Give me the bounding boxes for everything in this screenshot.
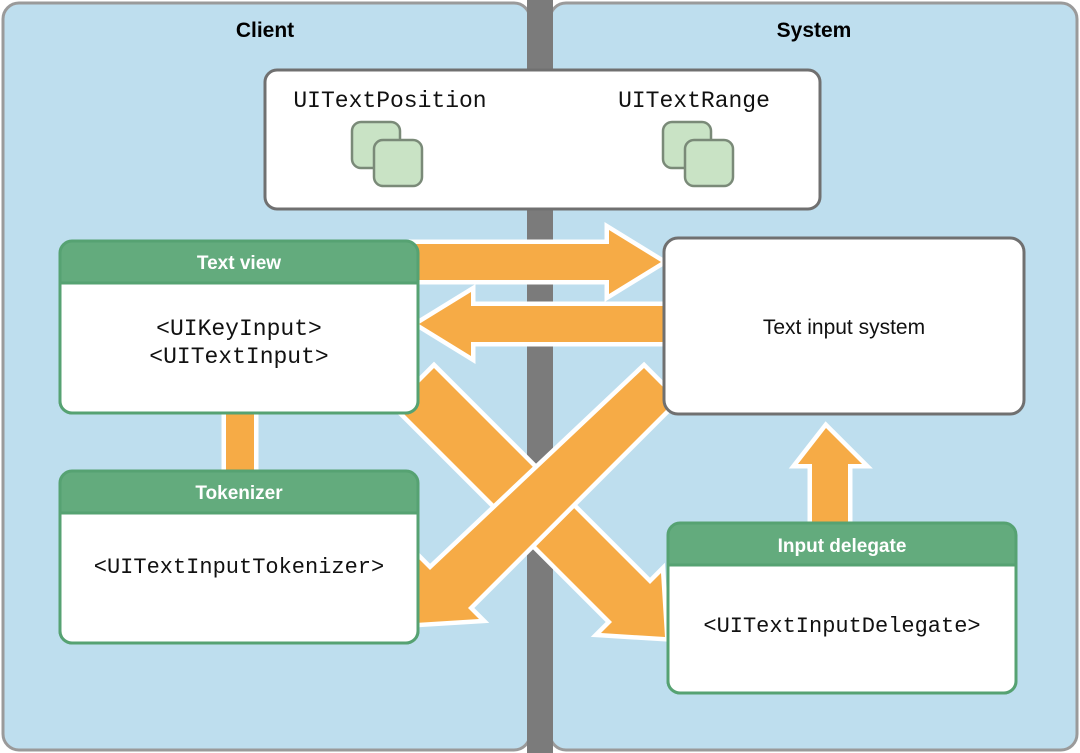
arrow-textview-to-system — [408, 221, 670, 303]
input-delegate-line-1: <UITextInputDelegate> — [703, 614, 980, 639]
text-view-header-label: Text view — [197, 253, 281, 274]
ui-text-range-label: UITextRange — [618, 88, 770, 114]
arrow-system-to-textview — [410, 283, 672, 365]
box-text-input-system[interactable]: Text input system — [662, 236, 1026, 416]
text-input-system-label: Text input system — [763, 316, 925, 339]
text-view-body-bg — [58, 281, 420, 415]
box-ui-text-types[interactable]: UITextPosition UITextRange — [263, 68, 822, 211]
tokenizer-header-bg — [60, 471, 418, 513]
input-delegate-body-bg — [666, 563, 1018, 695]
ui-text-position-label: UITextPosition — [293, 88, 486, 114]
box-tokenizer[interactable]: Tokenizer <UITextInputTokenizer> — [58, 469, 420, 645]
tokenizer-line-1: <UITextInputTokenizer> — [94, 555, 384, 580]
input-delegate-header-label: Input delegate — [778, 536, 907, 557]
connector-textview-to-tokenizer — [221, 405, 259, 480]
input-delegate-header-bg — [668, 523, 1016, 565]
text-input-system-box-bg — [662, 236, 1026, 416]
text-view-line-1: <UIKeyInput> — [156, 316, 322, 342]
tokenizer-header-label: Tokenizer — [195, 483, 283, 504]
stacked-cards-icon — [350, 120, 424, 188]
box-input-delegate[interactable]: Input delegate <UITextInputDelegate> — [666, 521, 1018, 695]
box-text-view[interactable]: Text view <UIKeyInput> <UITextInput> — [58, 239, 420, 415]
system-panel-title: System — [777, 19, 852, 42]
stacked-cards-icon — [661, 120, 735, 188]
client-panel-title: Client — [236, 19, 294, 42]
text-view-line-2: <UITextInput> — [149, 344, 328, 370]
tokenizer-body-bg — [58, 511, 420, 645]
text-view-header-bg — [60, 241, 418, 283]
